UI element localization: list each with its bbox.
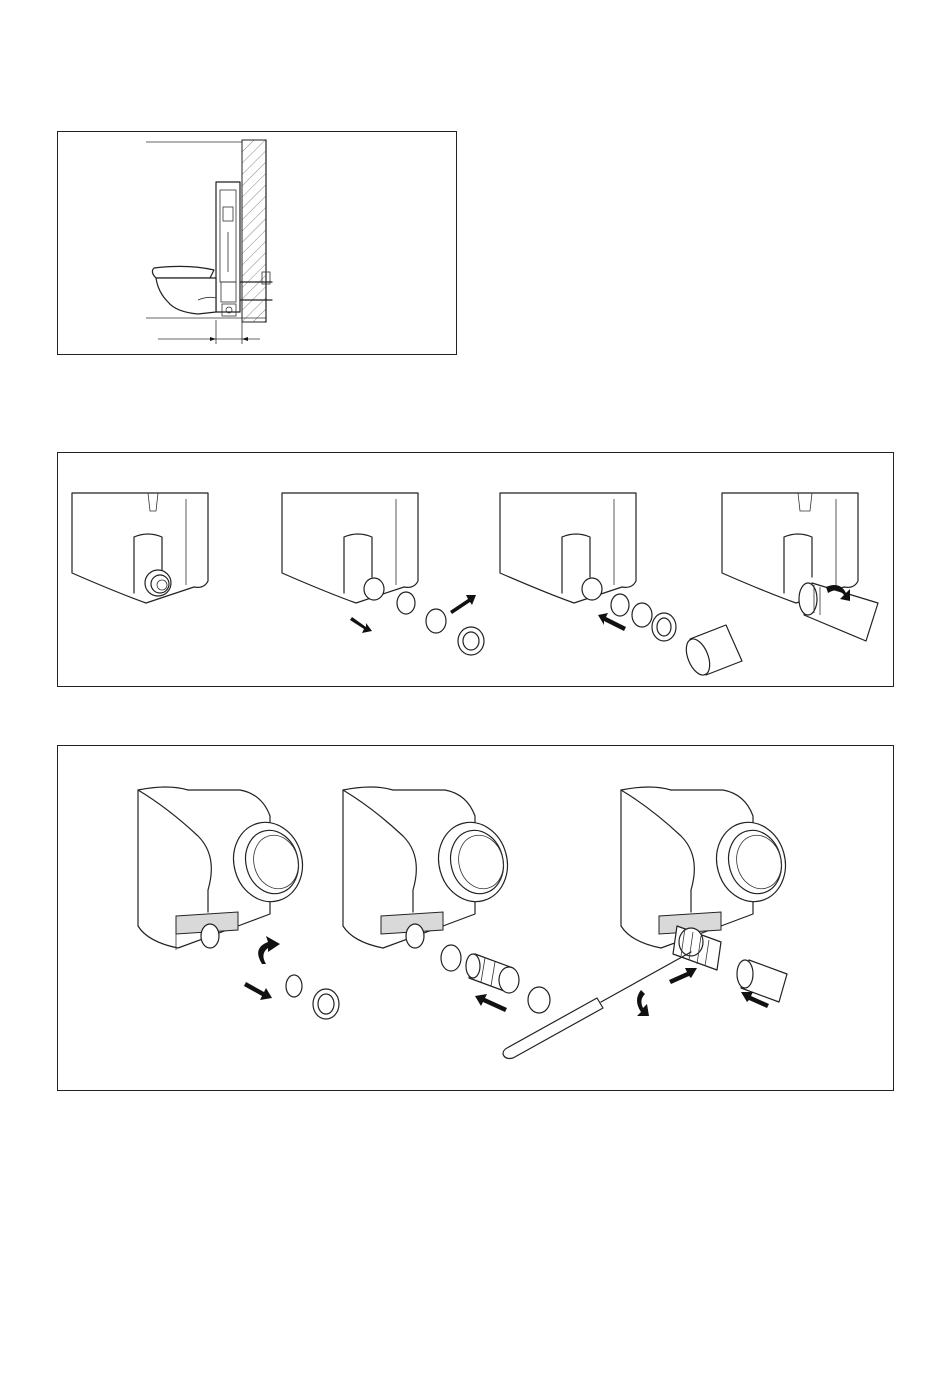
installation-side-view-figure — [57, 131, 457, 355]
hose-clamp-icon — [441, 945, 461, 971]
toilet-bowl-icon — [152, 266, 216, 314]
cistern-outlet-steps-drawing — [58, 453, 893, 686]
step-2-panel — [343, 787, 550, 1013]
cistern-body-icon — [282, 493, 418, 603]
nut-icon — [652, 613, 676, 641]
bowl-outlet-connection-figure — [57, 745, 894, 1091]
nut-icon — [313, 989, 339, 1019]
outlet-spigot-icon — [201, 924, 219, 948]
pipe-icon — [799, 583, 878, 641]
outlet-spigot-icon — [582, 578, 602, 600]
seal-ring-icon — [397, 592, 415, 614]
arrow-icon — [244, 982, 272, 1000]
arrow-icon — [450, 595, 476, 614]
arrow-icon — [350, 617, 372, 633]
arrow-icon — [475, 994, 507, 1012]
installation-side-view-drawing — [58, 132, 456, 354]
nut-icon — [458, 627, 484, 655]
rotate-arrow-icon — [637, 990, 649, 1016]
seal-ring-icon — [632, 603, 652, 627]
hose-clamp-icon — [528, 987, 550, 1013]
outlet-spigot-icon — [364, 578, 384, 600]
step-1-panel — [138, 787, 339, 1019]
cistern-body-icon — [500, 493, 636, 603]
step-1-panel — [72, 493, 208, 603]
bellows-connector-icon — [466, 954, 519, 993]
seal-ring-icon — [286, 975, 302, 997]
bowl-outlet-steps-drawing — [58, 746, 893, 1090]
step-3-panel — [500, 493, 742, 678]
bellows-connector-icon — [673, 926, 721, 970]
step-2-panel — [282, 493, 484, 655]
seal-ring-icon — [611, 594, 629, 616]
seal-ring-icon — [426, 609, 446, 633]
step-3-panel — [503, 787, 794, 1059]
rotate-arrow-icon — [258, 936, 280, 964]
outlet-spigot-icon — [406, 924, 424, 948]
screwdriver-icon — [503, 952, 691, 1059]
cistern-outlet-connection-figure — [57, 452, 894, 687]
cistern-body-icon — [72, 493, 208, 603]
dimension-line-icon — [158, 320, 260, 344]
pipe-icon — [682, 625, 742, 678]
step-4-panel — [722, 493, 878, 641]
wall-hatch-icon — [242, 140, 266, 322]
arrow-icon — [669, 968, 697, 984]
outlet-spigot-icon — [145, 570, 171, 596]
